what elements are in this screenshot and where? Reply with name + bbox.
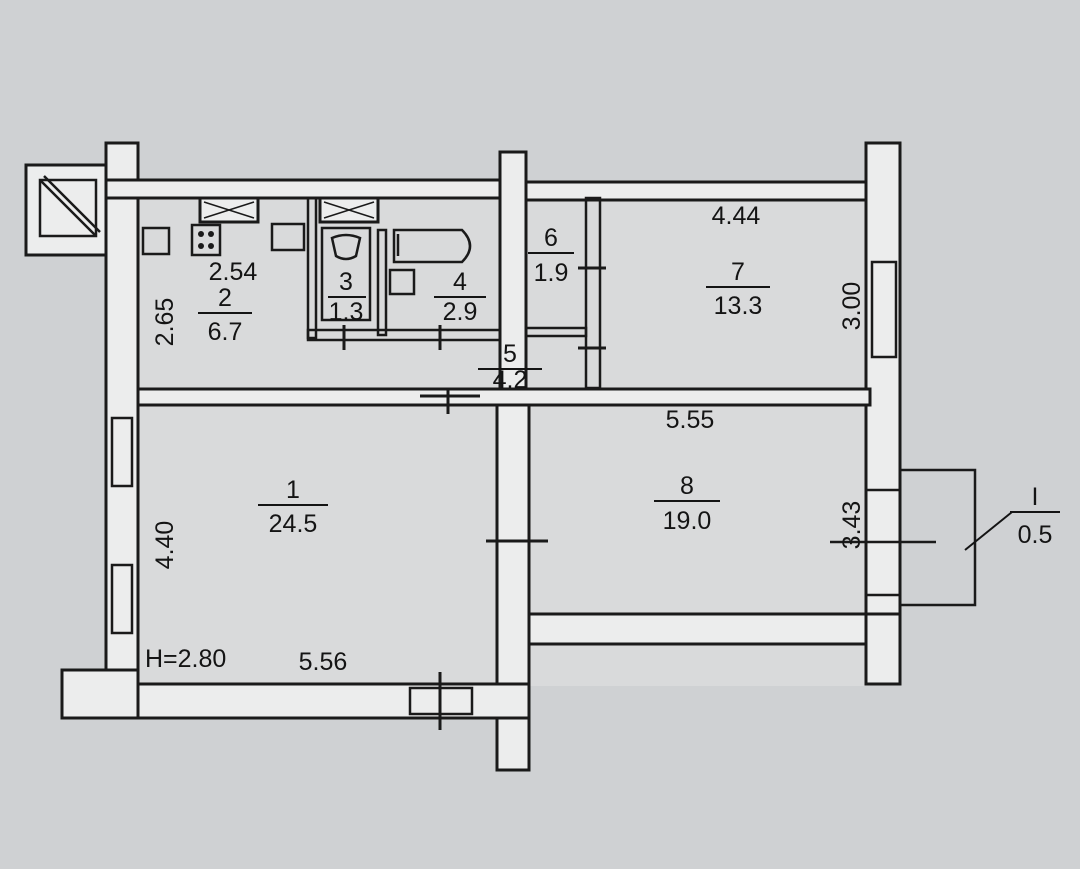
- balcony-label: I 0.5: [964, 483, 1060, 551]
- room2-width: 2.54: [209, 258, 258, 286]
- room-2-label: 2 6.7: [198, 284, 252, 346]
- room8-depth: 3.43: [838, 501, 866, 550]
- dimension-labels: 5.56 4.40 2.54 2.65 4.44 3.00 5.55 3.43 …: [145, 202, 866, 676]
- windows: [110, 196, 898, 716]
- svg-text:3: 3: [339, 268, 353, 296]
- svg-text:5: 5: [503, 340, 517, 368]
- svg-text:1.3: 1.3: [329, 298, 364, 326]
- room7-depth: 3.00: [838, 282, 866, 331]
- room-4-label: 4 2.9: [434, 268, 486, 326]
- sink-icon: [270, 222, 306, 252]
- stove-icon: [190, 223, 222, 257]
- room-8-label: 8 19.0: [654, 472, 720, 535]
- svg-text:24.5: 24.5: [269, 510, 318, 538]
- svg-text:6.7: 6.7: [208, 318, 243, 346]
- svg-text:4: 4: [453, 268, 467, 296]
- bathtub-icon: [392, 228, 472, 264]
- room7-width: 4.44: [712, 202, 761, 230]
- room-1-label: 1 24.5: [258, 476, 328, 538]
- fixtures: [141, 222, 472, 322]
- doors: [342, 266, 606, 730]
- room-labels: 1 24.5 2 6.7 3 1.3 4 2.9 5 4.2 6 1.9: [198, 224, 1060, 551]
- room-3-label: 3 1.3: [328, 268, 366, 326]
- room8-width: 5.55: [666, 406, 715, 434]
- room2-depth: 2.65: [151, 298, 179, 347]
- room-6-label: 6 1.9: [528, 224, 574, 287]
- toilet-stall: [320, 226, 372, 322]
- svg-text:8: 8: [680, 472, 694, 500]
- svg-text:0.5: 0.5: [1018, 521, 1053, 549]
- svg-text:13.3: 13.3: [714, 292, 763, 320]
- toilet-icon: [330, 233, 362, 261]
- room1-width: 5.56: [299, 648, 348, 676]
- ventilation-shaft: [24, 163, 113, 257]
- stove-icon: [141, 226, 171, 256]
- ceiling-height: H=2.80: [145, 645, 226, 673]
- svg-text:I: I: [1032, 483, 1039, 511]
- room-7-label: 7 13.3: [706, 258, 770, 320]
- sink-icon: [388, 268, 416, 296]
- svg-text:4.2: 4.2: [493, 366, 528, 394]
- svg-text:7: 7: [731, 258, 745, 286]
- room-5-label: 5 4.2: [478, 340, 542, 394]
- room1-depth: 4.40: [151, 521, 179, 570]
- svg-text:2.9: 2.9: [443, 298, 478, 326]
- balcony: [830, 468, 977, 607]
- svg-text:1.9: 1.9: [534, 259, 569, 287]
- svg-text:1: 1: [286, 476, 300, 504]
- svg-text:19.0: 19.0: [663, 507, 712, 535]
- svg-text:2: 2: [218, 284, 232, 312]
- svg-text:6: 6: [544, 224, 558, 252]
